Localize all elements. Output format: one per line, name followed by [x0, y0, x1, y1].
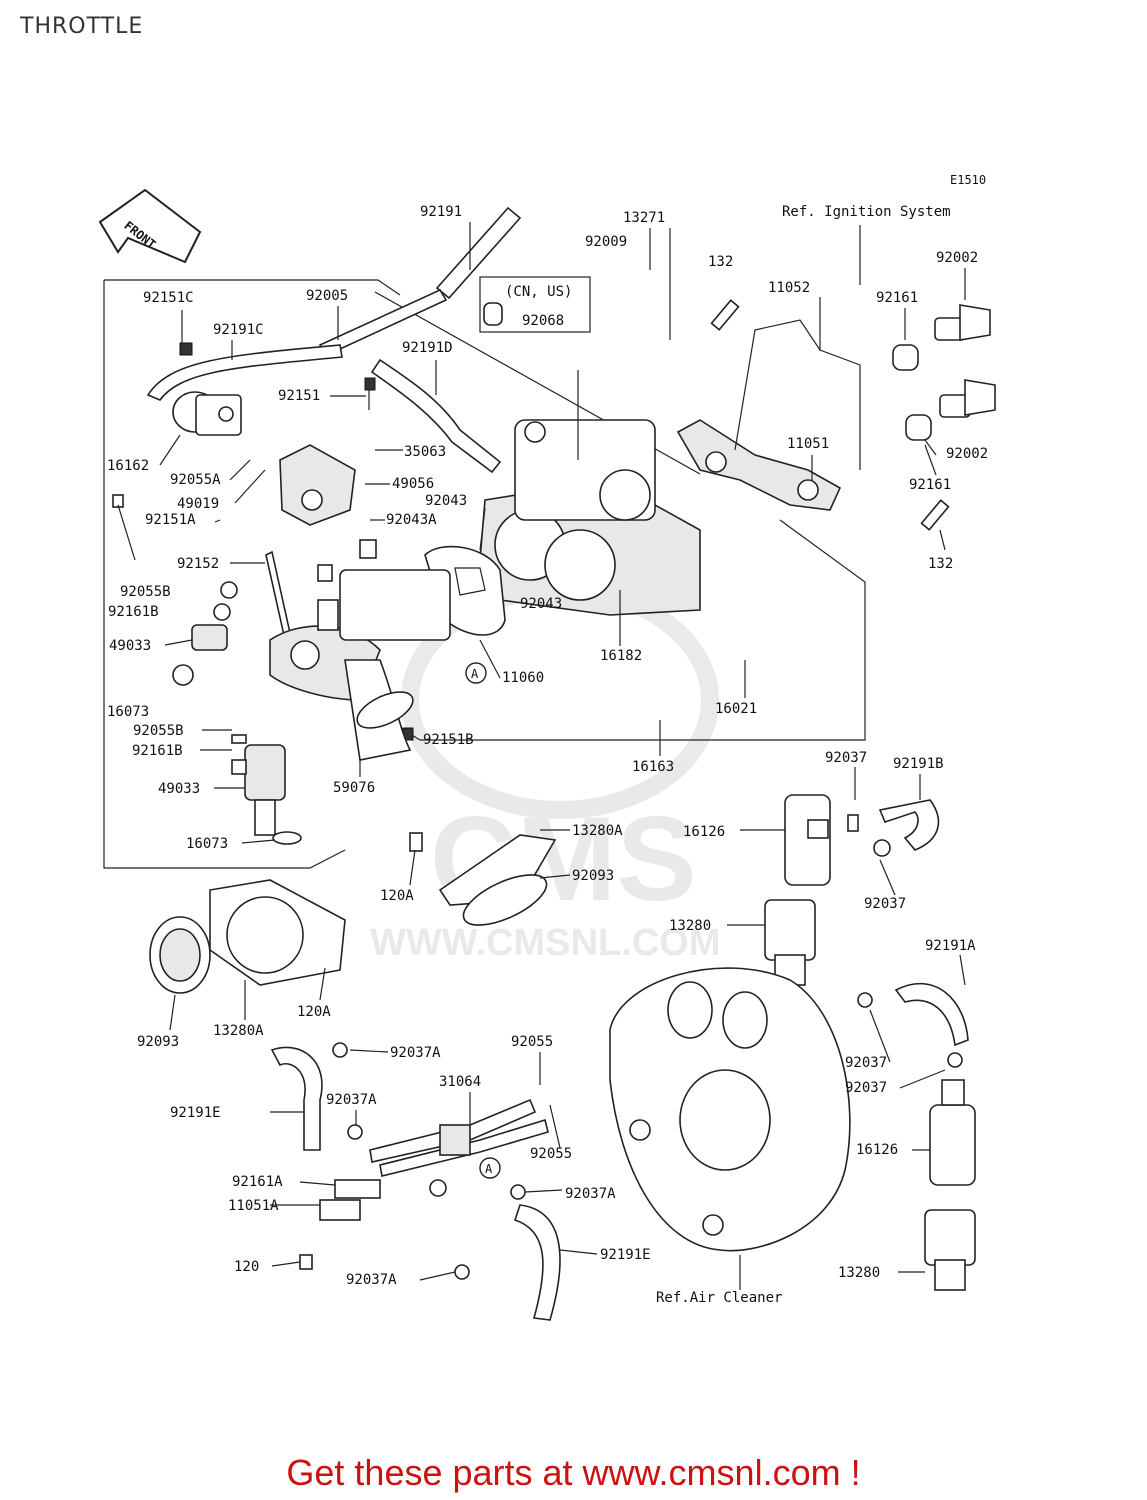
callout: 120A [297, 1004, 331, 1020]
callout: 92043 [520, 596, 562, 612]
callout: 92068 [522, 313, 564, 329]
callout: 92191E [170, 1105, 221, 1121]
fuel-filter-upper [764, 794, 891, 986]
callout: 13280 [669, 918, 711, 934]
callout: 59076 [333, 780, 375, 796]
reference-marker-a: A A [465, 662, 501, 1179]
callout: 16126 [856, 1142, 898, 1158]
callout: 92005 [306, 288, 348, 304]
callout: 92037A [326, 1092, 377, 1108]
callout: 92037A [565, 1186, 616, 1202]
bolt-icon [112, 299, 950, 1270]
watermark-url: WWW.CMSNL.COM [370, 922, 720, 964]
callout: 92151B [423, 732, 474, 748]
ref-ignition-system: Ref. Ignition System [782, 204, 951, 220]
callout: 92161A [232, 1174, 283, 1190]
callout: 92037A [390, 1045, 441, 1061]
callout: 11051 [787, 436, 829, 452]
callout: 132 [708, 254, 733, 270]
callout: 132 [928, 556, 953, 572]
callout: 49056 [392, 476, 434, 492]
callout: 92002 [946, 446, 988, 462]
callout: 92037 [845, 1080, 887, 1096]
callout: 92055 [511, 1034, 553, 1050]
callout: 92043 [425, 493, 467, 509]
callout: 120A [380, 888, 414, 904]
callout: 92191E [600, 1247, 651, 1263]
callout: 16073 [107, 704, 149, 720]
callout: 92055B [120, 584, 171, 600]
callout: 35063 [404, 444, 446, 460]
callout: 92191D [402, 340, 453, 356]
callout: 92151C [143, 290, 194, 306]
callout: 92161 [876, 290, 918, 306]
air-cleaner-base [609, 967, 851, 1252]
leader-lines [159, 222, 966, 1290]
callout: 16126 [683, 824, 725, 840]
connector [319, 1098, 549, 1221]
callout: 92151A [145, 512, 196, 528]
callout: 16182 [600, 648, 642, 664]
callout: 92037 [864, 896, 906, 912]
callout: 92161B [108, 604, 159, 620]
pressure-regulator [172, 391, 242, 436]
flange [149, 879, 346, 994]
callout: 13280A [572, 823, 623, 839]
callout: 31064 [439, 1074, 481, 1090]
ref-air-cleaner: Ref.Air Cleaner [656, 1290, 782, 1306]
callout: 11052 [768, 280, 810, 296]
injector [231, 734, 302, 845]
callout: 92055 [530, 1146, 572, 1162]
page-title: THROTTLE [20, 14, 144, 39]
callout-labels: 92191 13271 92009 92068 132 11052 92161 … [107, 204, 988, 1288]
callout: 92151 [278, 388, 320, 404]
callout: 92191A [925, 938, 976, 954]
callout: 92043A [386, 512, 437, 528]
injector-upper [172, 581, 238, 686]
callout: 92093 [572, 868, 614, 884]
callout: 16162 [107, 458, 149, 474]
callout: 92009 [585, 234, 627, 250]
callout: 92055A [170, 472, 221, 488]
callout: 16073 [186, 836, 228, 852]
callout: 92152 [177, 556, 219, 572]
callout: 92191B [893, 756, 944, 772]
callout: 49033 [109, 638, 151, 654]
clamp-icon [332, 992, 963, 1280]
callout: 49019 [177, 496, 219, 512]
callout: 13271 [623, 210, 665, 226]
callout: 92161B [132, 743, 183, 759]
callout: 92037A [346, 1272, 397, 1288]
variant-box: (CN, US) [505, 284, 572, 300]
diagram-code: E1510 [950, 173, 986, 187]
flange-center [438, 834, 557, 926]
callout: 13280 [838, 1265, 880, 1281]
watermark: CMS WWW.CMSNL.COM [370, 581, 720, 964]
front-arrow-icon: FRONT [98, 188, 202, 264]
callout: 11051A [228, 1198, 279, 1214]
callout: 92191 [420, 204, 462, 220]
callout: 92002 [936, 250, 978, 266]
callout: 49033 [158, 781, 200, 797]
callout: 120 [234, 1259, 259, 1275]
svg-text:A: A [485, 1162, 493, 1176]
callout: 11060 [502, 670, 544, 686]
callout: 92037 [825, 750, 867, 766]
callout: 92093 [137, 1034, 179, 1050]
callout: 13280A [213, 1023, 264, 1039]
throttle-body [479, 419, 701, 616]
callout: 16021 [715, 701, 757, 717]
footer-cta-link[interactable]: Get these parts at www.cmsnl.com ! [286, 1452, 861, 1493]
callout: 92191C [213, 322, 264, 338]
callout: 16163 [632, 759, 674, 775]
fitting-upper [892, 304, 991, 371]
callout: 92161 [909, 477, 951, 493]
svg-text:A: A [471, 667, 479, 681]
callout: 92055B [133, 723, 184, 739]
fuel-filter-lower [924, 1079, 976, 1291]
callout: 92037 [845, 1055, 887, 1071]
fitting-lower [905, 379, 996, 441]
